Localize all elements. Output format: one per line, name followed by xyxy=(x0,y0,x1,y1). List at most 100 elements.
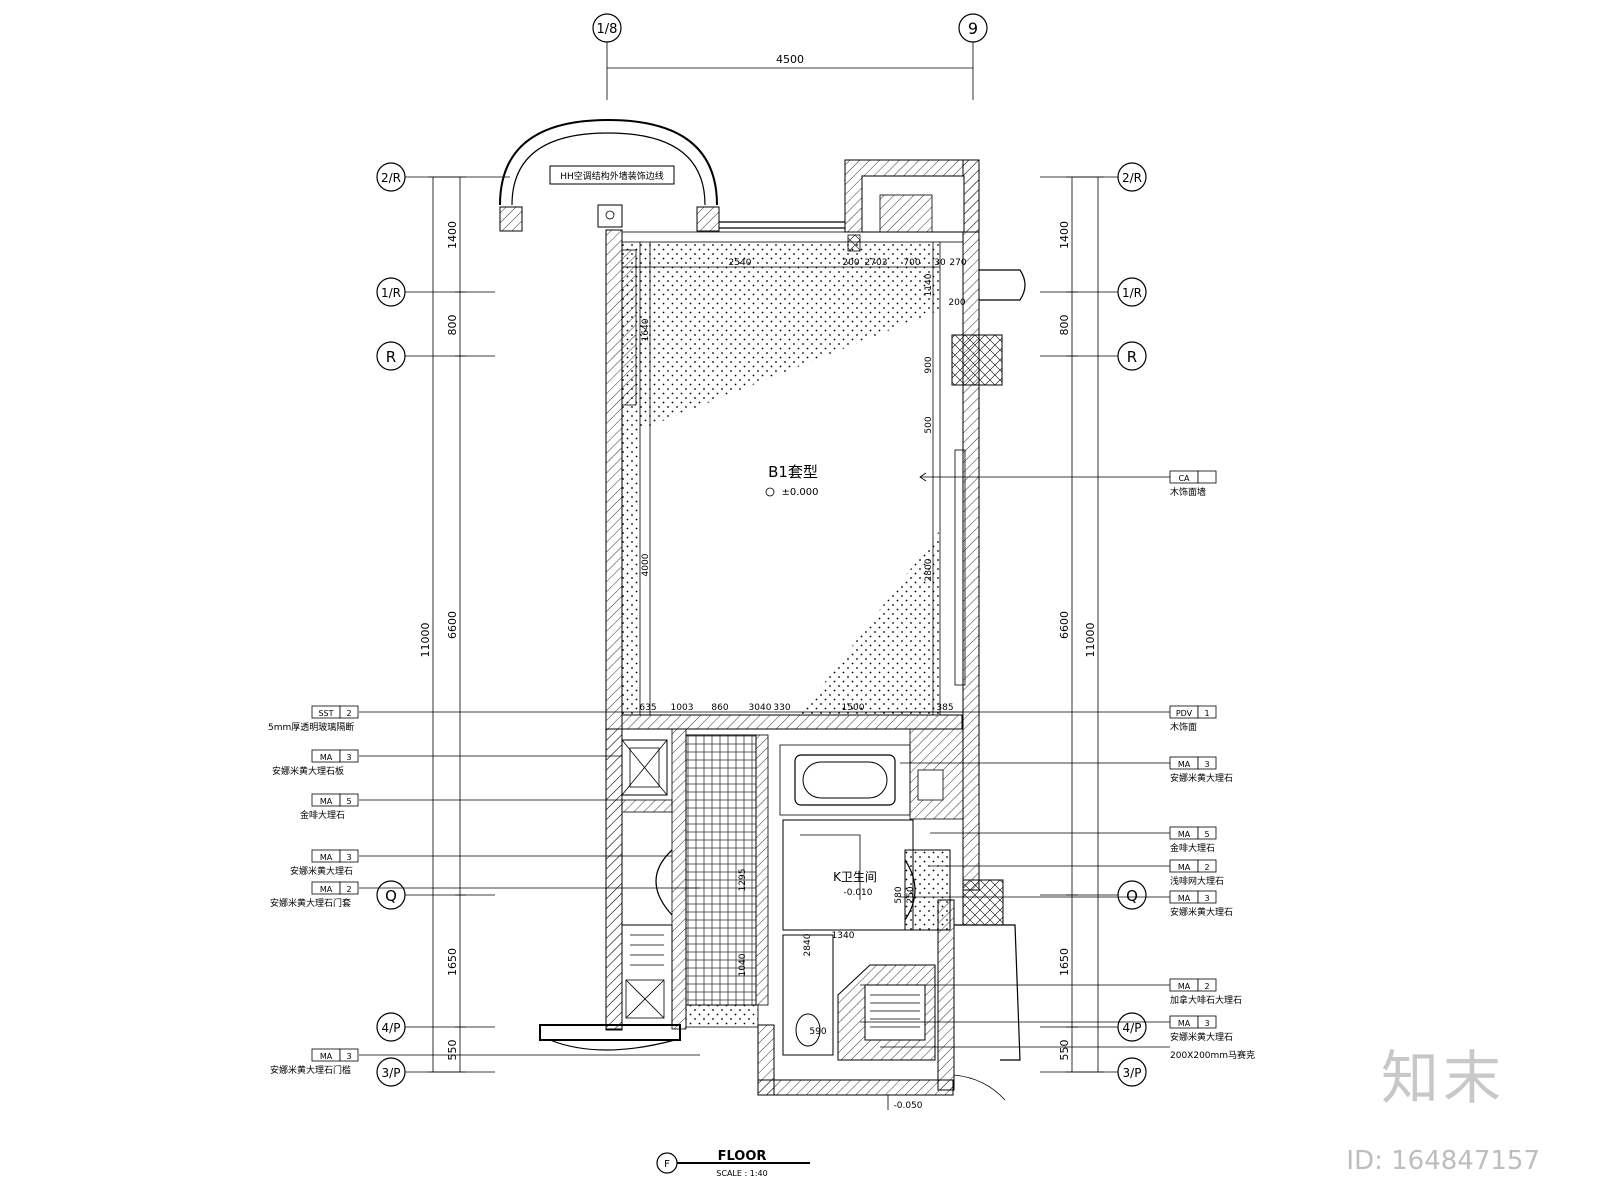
tag-right-6-num: 3 xyxy=(1204,894,1209,903)
tag-left-6-code: MA xyxy=(320,1052,333,1061)
grid-label-left-3p: 3/P xyxy=(382,1066,401,1080)
floor-level-mark: -0.050 xyxy=(893,1101,922,1111)
tag-right-2-num: 1 xyxy=(1204,709,1209,718)
tag-right-7: MA 2 加拿大啡石大理石 xyxy=(1169,978,1242,1006)
left-dimension-1400: 1400 xyxy=(446,221,459,249)
grid-label-left-1r: 1/R xyxy=(381,286,401,300)
tag-right-8: MA 3 安娜米黄大理石 xyxy=(1169,1015,1233,1043)
inner-dim-270: 270 xyxy=(949,258,966,268)
tag-right-7-num: 2 xyxy=(1204,982,1209,991)
tag-right-7-code: MA xyxy=(1178,982,1191,991)
tag-left-6-num: 3 xyxy=(346,1052,351,1061)
tag-right-1: CA 木饰面墙 xyxy=(1169,470,1217,498)
tag-left-4: MA 3 安娜米黄大理石 xyxy=(290,849,359,877)
tag-right-6-code: MA xyxy=(1178,894,1191,903)
tag-right-9: 200X200mm马赛克 xyxy=(1170,1049,1255,1061)
drawing-scale: SCALE : 1:40 xyxy=(716,1169,767,1178)
tag-right-2: PDV 1 木饰面 xyxy=(1169,705,1217,733)
inner-dim-30: 30 xyxy=(934,258,946,268)
inner-dim-2703: 2703 xyxy=(865,258,888,268)
grid-label-left-r: R xyxy=(386,348,396,366)
main-room-floor: B1套型 ±0.000 xyxy=(621,242,1170,715)
inner-dim-1500: 1500 xyxy=(842,703,865,713)
tag-right-3-code: MA xyxy=(1178,760,1191,769)
inner-dim-1003: 1003 xyxy=(671,703,694,713)
top-grid-axes: 1/8 9 4500 xyxy=(592,13,988,100)
right-total-dimension: 11000 xyxy=(1084,623,1097,658)
inner-dim-2840: 2840 xyxy=(803,933,813,956)
inner-dim-2540: 2540 xyxy=(729,258,752,268)
tag-right-4-num: 5 xyxy=(1204,830,1209,839)
inner-dim-3040: 3040 xyxy=(749,703,772,713)
watermark-id: ID: 164847157 xyxy=(1346,1146,1540,1176)
right-dimension-1400: 1400 xyxy=(1058,221,1071,249)
inner-dim-250: 250 xyxy=(906,886,916,903)
inner-dim-1295: 1295 xyxy=(738,869,748,892)
inner-dim-1140: 1140 xyxy=(924,273,934,296)
tag-right-4-code: MA xyxy=(1178,830,1191,839)
grid-bubble-top-left xyxy=(592,13,622,43)
tag-left-4-num: 3 xyxy=(346,853,351,862)
bath-room-name: K卫生间 xyxy=(833,870,877,884)
inner-dim-580: 580 xyxy=(894,886,904,903)
inner-dimensions: 2540 200 2703 700 30 270 1140 200 900 50… xyxy=(622,242,967,715)
tag-right-8-desc: 安娜米黄大理石 xyxy=(1170,1031,1233,1043)
tag-right-2-code: PDV xyxy=(1176,709,1193,718)
tag-left-3-desc: 金啡大理石 xyxy=(300,809,345,821)
grid-label-right-2r: 2/R xyxy=(1122,171,1142,185)
balcony-arch: HH空调结构外墙装饰边线 xyxy=(499,118,845,232)
inner-dim-4000: 4000 xyxy=(641,553,651,576)
top-width-dimension: 4500 xyxy=(776,53,804,66)
tag-right-5-desc: 浅啡网大理石 xyxy=(1170,875,1224,887)
tag-right-3-num: 3 xyxy=(1204,760,1209,769)
tag-right-5-num: 2 xyxy=(1204,863,1209,872)
inner-dim-590: 590 xyxy=(809,1027,826,1037)
tag-left-5-code: MA xyxy=(320,885,333,894)
tag-right-7-desc: 加拿大啡石大理石 xyxy=(1170,994,1242,1006)
grid-label-left-2r: 2/R xyxy=(381,171,401,185)
right-dimension-800: 800 xyxy=(1058,315,1071,336)
inner-dim-700: 700 xyxy=(903,258,920,268)
tag-right-1-code: CA xyxy=(1178,474,1190,483)
bathtub xyxy=(794,754,896,806)
inner-dim-2800: 2800 xyxy=(924,558,934,581)
right-dimension-1650: 1650 xyxy=(1058,948,1071,976)
tag-left-5-num: 2 xyxy=(346,885,351,894)
grid-label-right-4p: 4/P xyxy=(1123,1021,1142,1035)
tag-left-6-desc: 安娜米黄大理石门槛 xyxy=(270,1064,351,1076)
inner-dim-200b: 200 xyxy=(948,298,965,308)
tag-left-1-code: SST xyxy=(318,709,333,718)
tag-left-2-desc: 安娜米黄大理石板 xyxy=(272,765,344,777)
tag-right-2-desc: 木饰面 xyxy=(1170,721,1197,733)
drawing-title: FLOOR xyxy=(718,1149,767,1164)
tag-left-2-num: 3 xyxy=(346,753,351,762)
tag-left-1-desc: 5mm厚透明玻璃隔断 xyxy=(268,721,354,733)
room-name: B1套型 xyxy=(768,463,818,481)
grid-label-right-3p: 3/P xyxy=(1123,1066,1142,1080)
inner-dim-500: 500 xyxy=(924,416,934,433)
inner-dim-1040: 1040 xyxy=(738,953,748,976)
inner-dim-330: 330 xyxy=(773,703,790,713)
left-dimension-chain: 11000 1400 800 6600 1650 550 xyxy=(419,176,466,1073)
room-level: ±0.000 xyxy=(781,487,818,498)
tag-right-9-desc: 200X200mm马赛克 xyxy=(1170,1049,1255,1061)
left-dimension-1650: 1650 xyxy=(446,948,459,976)
balcony-label-box xyxy=(549,165,675,185)
tag-right-6-desc: 安娜米黄大理石 xyxy=(1170,906,1233,918)
inner-dim-1340: 1340 xyxy=(832,931,855,941)
left-dimension-550: 550 xyxy=(446,1040,459,1061)
grid-label-right-r: R xyxy=(1127,348,1137,366)
tag-right-8-num: 3 xyxy=(1204,1019,1209,1028)
left-dimension-6600: 6600 xyxy=(446,611,459,639)
left-total-dimension: 11000 xyxy=(419,623,432,658)
material-tags-left: SST 2 5mm厚透明玻璃隔断 MA 3 安娜米黄大理石板 MA 5 金啡大理… xyxy=(268,705,700,1076)
inner-dim-1640: 1640 xyxy=(641,318,651,341)
grid-label-right-q: Q xyxy=(1126,887,1138,905)
tag-left-4-code: MA xyxy=(320,853,333,862)
tag-right-6: MA 3 安娜米黄大理石 xyxy=(1169,890,1233,918)
tag-right-8-code: MA xyxy=(1178,1019,1191,1028)
tag-right-4-desc: 金啡大理石 xyxy=(1170,842,1215,854)
tag-right-5-code: MA xyxy=(1178,863,1191,872)
grid-label-right-1r: 1/R xyxy=(1122,286,1142,300)
